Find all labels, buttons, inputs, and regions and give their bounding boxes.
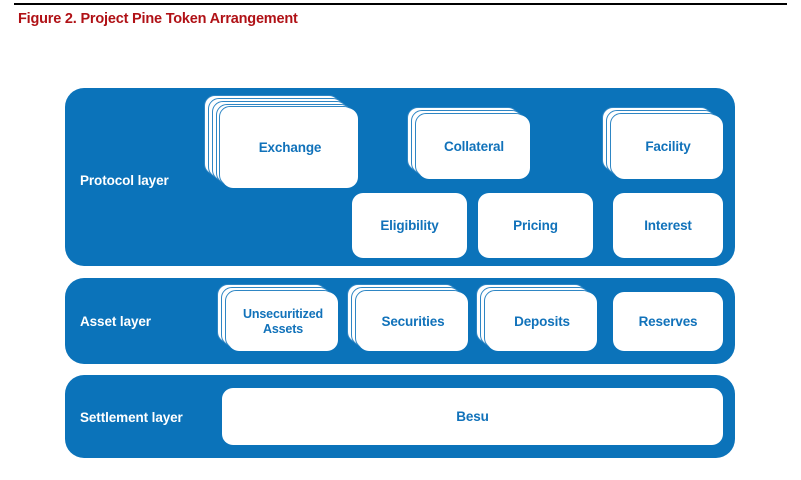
card-face[interactable]: Interest: [613, 193, 723, 258]
card-label: Interest: [644, 217, 692, 233]
card-label: Eligibility: [380, 217, 439, 233]
card-face[interactable]: Deposits: [487, 292, 597, 351]
card-label: Besu: [456, 408, 489, 424]
card-pricing[interactable]: Pricing: [478, 193, 593, 258]
card-label: Exchange: [258, 140, 322, 156]
card-label: Pricing: [513, 217, 558, 233]
header-rule: [14, 3, 787, 5]
asset-layer-label: Asset layer: [80, 314, 151, 329]
card-deposits[interactable]: Deposits: [476, 284, 597, 351]
card-collateral[interactable]: Collateral: [407, 107, 530, 179]
card-label: Unsecuritized Assets: [242, 307, 323, 336]
card-facility[interactable]: Facility: [602, 107, 723, 179]
card-securities[interactable]: Securities: [347, 284, 468, 351]
card-label: Facility: [645, 139, 691, 155]
card-besu[interactable]: Besu: [222, 388, 723, 445]
page-title: Figure 2. Project Pine Token Arrangement: [18, 11, 298, 27]
card-exchange[interactable]: Exchange: [204, 95, 358, 188]
card-face[interactable]: Besu: [222, 388, 723, 445]
card-face[interactable]: Facility: [613, 115, 723, 179]
card-label: Collateral: [443, 139, 505, 155]
card-eligibility[interactable]: Eligibility: [352, 193, 467, 258]
card-face[interactable]: Eligibility: [352, 193, 467, 258]
card-face[interactable]: Unsecuritized Assets: [228, 292, 338, 351]
card-face[interactable]: Exchange: [222, 108, 358, 188]
settlement-layer-label: Settlement layer: [80, 410, 183, 425]
card-label: Deposits: [514, 313, 570, 329]
card-label: Securities: [381, 313, 445, 329]
card-face[interactable]: Pricing: [478, 193, 593, 258]
card-face[interactable]: Securities: [358, 292, 468, 351]
card-face[interactable]: Reserves: [613, 292, 723, 351]
card-face[interactable]: Collateral: [418, 115, 530, 179]
card-reserves[interactable]: Reserves: [613, 292, 723, 351]
protocol-layer-label: Protocol layer: [80, 173, 169, 188]
card-unsecuritized-assets[interactable]: Unsecuritized Assets: [217, 284, 338, 351]
card-interest[interactable]: Interest: [613, 193, 723, 258]
card-label: Reserves: [638, 313, 698, 329]
